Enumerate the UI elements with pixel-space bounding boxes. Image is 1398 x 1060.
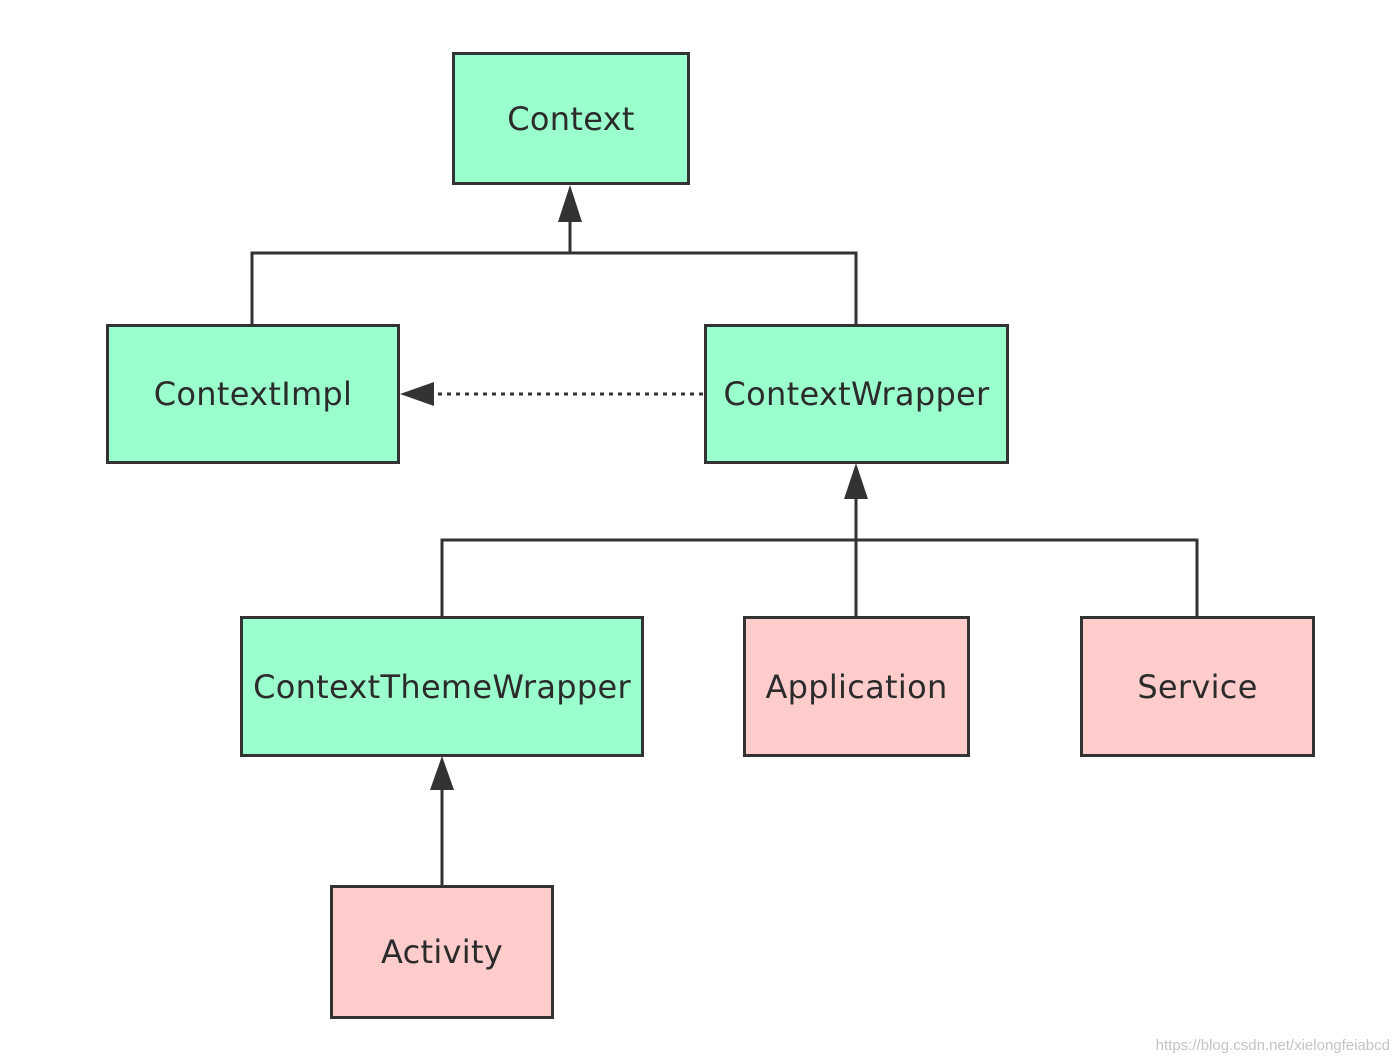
arrowhead-context: [558, 185, 582, 222]
edge-contextimpl-to-context: [250, 251, 570, 324]
edge-service-to-contextwrapper: [856, 538, 1199, 616]
edge-contextwrapper-to-context: [570, 251, 858, 324]
node-contextimpl-label: ContextImpl: [153, 375, 353, 413]
node-contextwrapper: ContextWrapper: [704, 324, 1009, 464]
node-contextimpl: ContextImpl: [106, 324, 400, 464]
node-context-label: Context: [507, 99, 635, 138]
node-activity-label: Activity: [380, 933, 504, 971]
edge-contextthemewrapper-to-contextwrapper: [440, 538, 856, 616]
node-context: Context: [452, 52, 690, 185]
node-service-label: Service: [1137, 667, 1258, 706]
node-contextthemewrapper-label: ContextThemeWrapper: [253, 667, 631, 706]
node-contextthemewrapper: ContextThemeWrapper: [240, 616, 644, 757]
arrowhead-contextthemewrapper: [430, 756, 454, 790]
node-application-label: Application: [765, 667, 948, 706]
node-service: Service: [1080, 616, 1315, 757]
node-application: Application: [743, 616, 970, 757]
node-contextwrapper-label: ContextWrapper: [723, 375, 990, 413]
arrowhead-contextimpl: [400, 382, 434, 406]
node-activity: Activity: [330, 885, 554, 1019]
watermark: https://blog.csdn.net/xielongfeiabcd: [1155, 1037, 1390, 1054]
arrowhead-contextwrapper: [844, 463, 868, 499]
